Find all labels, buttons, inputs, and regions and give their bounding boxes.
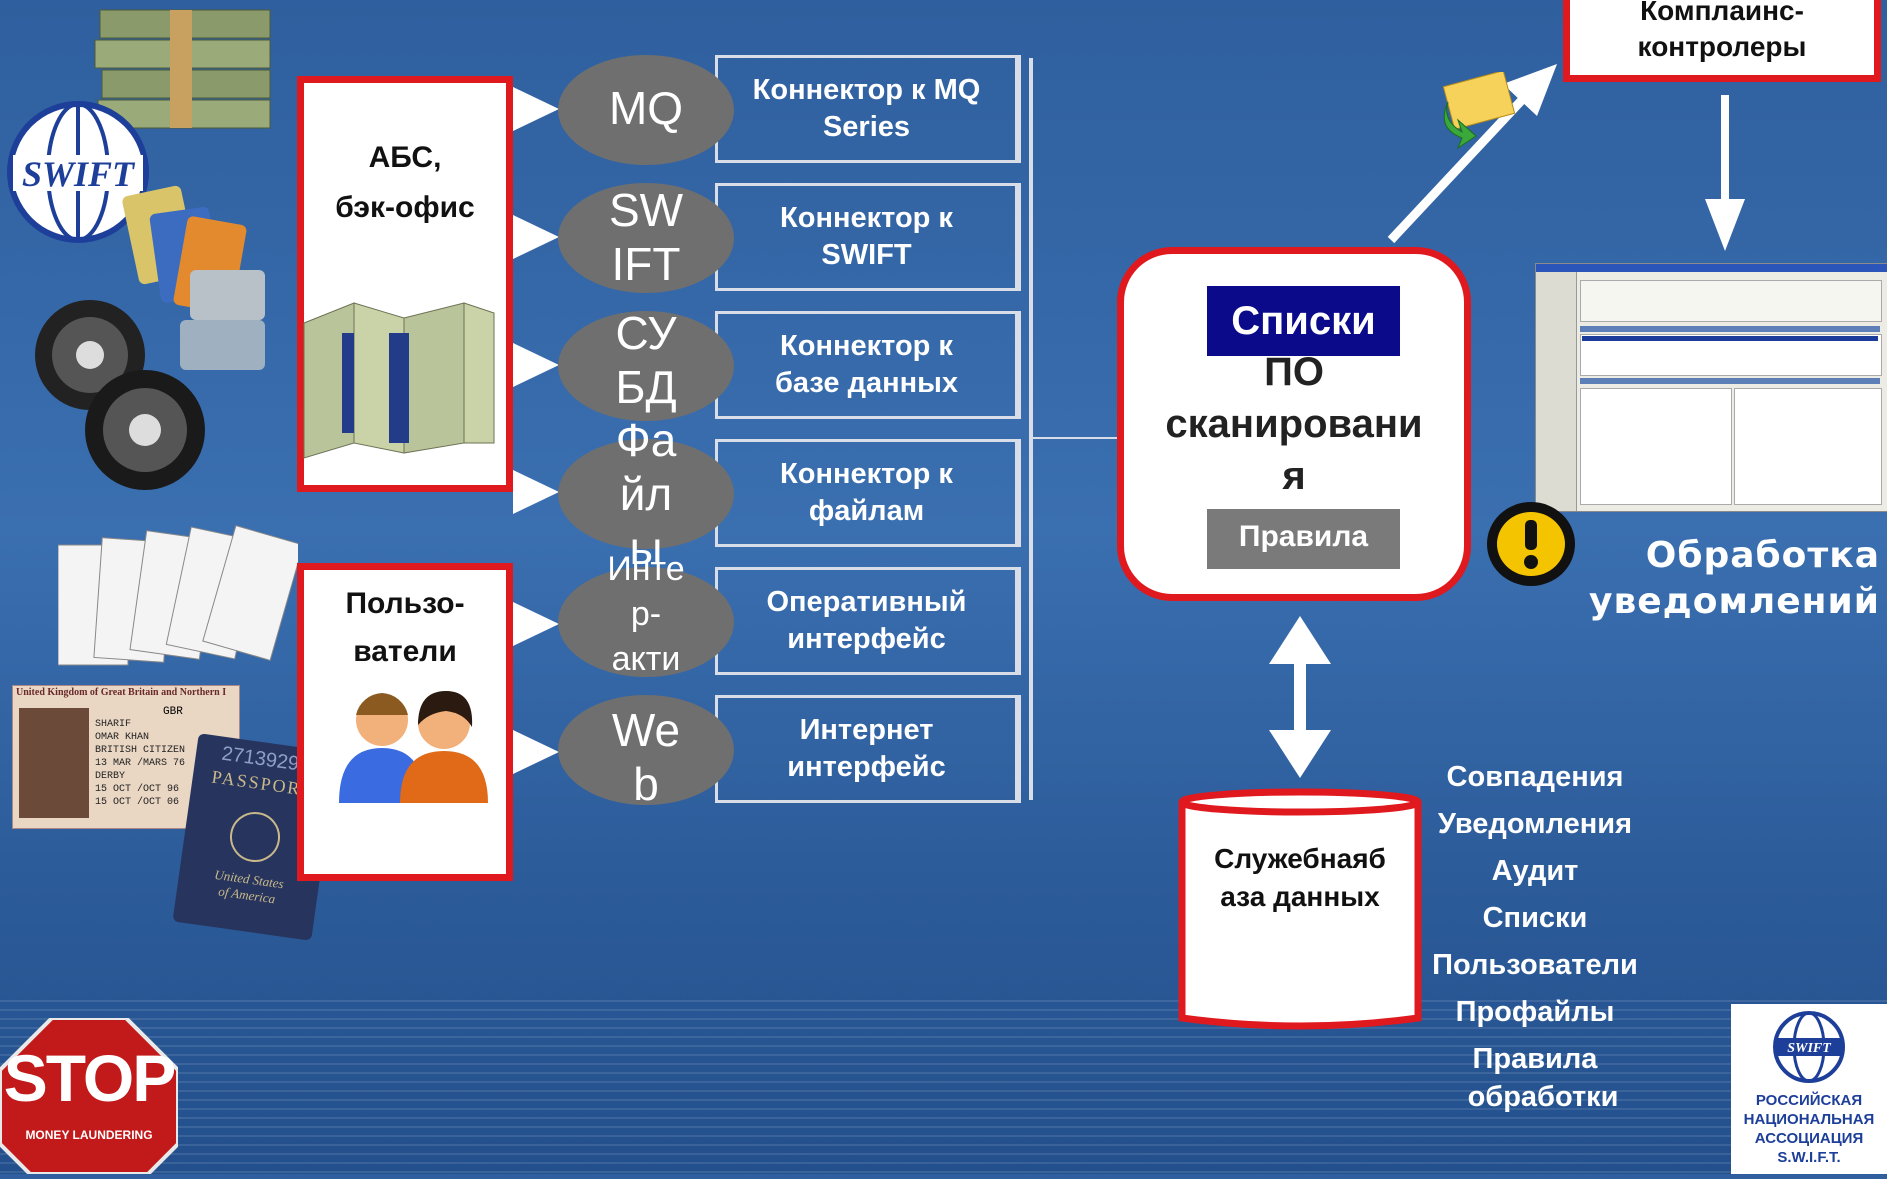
passport-header: United Kingdom of Great Britain and Nort… [16,687,227,698]
arrow-down-to-app [1705,95,1745,253]
oval-label: SW IFT [608,184,684,290]
association-logo: SWIFT РОССИЙСКАЯ НАЦИОНАЛЬНАЯ АССОЦИАЦИЯ… [1731,1004,1887,1174]
arrow-1 [513,87,559,131]
users-label: Пользо- ватели [345,587,465,668]
warning-icon [1485,500,1577,588]
connector-internet: Интернет интерфейс [715,695,1021,803]
credit-cards-image [120,180,270,380]
connector-files: Коннектор к файлам [715,439,1021,547]
arrow-4 [513,470,559,514]
passport-line: 15 OCT /OCT 06 [95,797,180,808]
svg-text:SWIFT: SWIFT [1787,1041,1832,1056]
database-contents: Совпадения Уведомления Аудит Списки Поль… [1420,754,1650,1116]
association-label: РОССИЙСКАЯ НАЦИОНАЛЬНАЯ АССОЦИАЦИЯ S.W.I… [1743,1092,1875,1166]
db-item: Уведомления [1437,808,1633,840]
connector-swift: Коннектор к SWIFT [715,183,1021,291]
passport-line: OMAR KHAN [95,732,150,743]
connector-label: Коннектор к SWIFT [780,202,953,271]
stop-sign: STOP MONEY LAUNDERING [0,1016,180,1176]
connector-operative: Оперативный интерфейс [715,567,1021,675]
passport-line: BRITISH CITIZEN [95,745,186,756]
db-item: Пользователи [1432,949,1638,981]
arrow-5 [513,602,559,646]
db-item: Профайлы [1455,996,1615,1028]
tape-reels-image [35,280,205,505]
oval-label: We b [611,704,681,810]
bus-to-scanner-line [1033,437,1133,439]
passport-photo [19,708,89,818]
oval-label: Инте р- акти в [607,550,685,723]
abs-backoffice-box: АБС, бэк-офис [297,76,513,492]
db-item: Совпадения [1446,761,1624,793]
rules-label: Правила [1207,509,1400,569]
arrow-2 [513,215,559,259]
background-stripes [0,1000,1887,1174]
passport-line: DERBY [95,771,126,782]
oval-swift: SW IFT [558,183,734,293]
arrow-6 [513,730,559,774]
database-label: Служебнаяб аза данных [1214,843,1386,912]
compliance-box: Комплаинс- контролеры [1563,0,1881,82]
oval-web: We b [558,695,734,810]
swift-logo-text: SWIFT [21,154,135,194]
compliance-label: Комплаинс- контролеры [1637,0,1807,62]
db-item: Правила обработки [1467,1043,1619,1113]
arrow-3 [513,343,559,387]
stop-sign-text: STOP [3,1041,177,1115]
abs-backoffice-label: АБС, бэк-офис [335,141,475,224]
mail-icon [1426,70,1516,152]
passport-line: 13 MAR /MARS 76 [95,758,186,769]
swift-globe-small-icon: SWIFT [1773,1011,1845,1083]
oval-files: Фа йл ы [558,414,734,574]
lists-label: Списки [1207,286,1400,356]
scanner-box: ПО сканировани я Списки Правила [1117,247,1471,601]
money-stack-image [90,0,280,150]
bus-line [1029,58,1033,800]
passport-line: 15 OCT /OCT 96 [95,784,180,795]
documents-image [57,525,304,675]
double-arrow [1269,616,1331,778]
passport-line: SHARIF [95,719,132,730]
service-database: Служебнаяб аза данных [1176,788,1424,1034]
connector-label: Интернет интерфейс [787,714,946,783]
oval-label: MQ [608,82,684,134]
connector-label: Коннектор к MQ Series [752,74,981,143]
passport-code: GBR [163,706,183,718]
scanner-title: ПО сканировани я [1165,350,1423,498]
oval-label: СУ БД [615,307,677,413]
server-cabinet-icon [294,293,504,463]
oval-interactive: Инте р- акти в [558,550,734,723]
app-screenshot [1535,263,1887,512]
connector-label: Коннектор к базе данных [774,330,959,399]
oval-label: Фа йл ы [615,414,677,574]
stop-sign-subtext: MONEY LAUNDERING [25,1128,153,1142]
users-icon [334,685,494,805]
swift-globe-logo: SWIFT [3,97,153,247]
eagle-seal-icon [226,808,284,866]
users-box: Пользо- ватели [297,563,513,881]
db-item: Аудит [1491,855,1579,887]
connector-database: Коннектор к базе данных [715,311,1021,419]
connector-mq: Коннектор к MQ Series [715,55,1021,163]
connector-label: Коннектор к файлам [780,458,953,527]
passport-lines: SHARIF OMAR KHAN BRITISH CITIZEN 13 MAR … [95,718,185,809]
db-item: Списки [1482,902,1588,934]
notifications-label: Обработка уведомлений [1588,535,1880,622]
oval-dbms: СУ БД [558,307,734,421]
connector-label: Оперативный интерфейс [766,586,967,655]
oval-mq: MQ [558,55,734,165]
